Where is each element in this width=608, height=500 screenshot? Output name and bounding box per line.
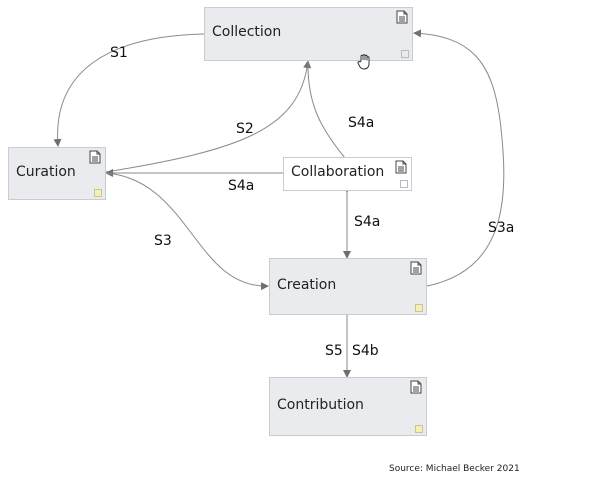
node-collection[interactable]: Collection bbox=[204, 7, 413, 61]
document-icon bbox=[395, 160, 407, 174]
edge-label-s1: S1 bbox=[110, 45, 128, 61]
node-collaboration-label: Collaboration bbox=[291, 164, 385, 180]
document-icon bbox=[410, 380, 422, 394]
node-creation-label: Creation bbox=[277, 277, 337, 293]
note-icon bbox=[94, 189, 102, 197]
note-icon bbox=[401, 50, 409, 58]
node-contribution-label: Contribution bbox=[277, 397, 364, 413]
edge-label-s4a-vertical: S4a bbox=[354, 214, 381, 230]
note-icon bbox=[415, 425, 423, 433]
node-collaboration[interactable]: Collaboration bbox=[283, 157, 412, 191]
edge-s3 bbox=[105, 172, 269, 291]
edge-label-s4b: S4b bbox=[352, 343, 379, 359]
node-curation[interactable]: Curation bbox=[8, 147, 106, 200]
edge-s1 bbox=[53, 33, 205, 147]
node-collection-label: Collection bbox=[212, 24, 282, 40]
edge-label-s2: S2 bbox=[236, 121, 254, 137]
edge-label-s4a-left: S4a bbox=[228, 178, 255, 194]
hand-cursor-icon bbox=[357, 54, 370, 70]
document-icon bbox=[410, 261, 422, 275]
edge-label-s3a: S3a bbox=[488, 220, 515, 236]
document-icon bbox=[89, 150, 101, 164]
note-icon bbox=[415, 304, 423, 312]
node-creation[interactable]: Creation bbox=[269, 258, 427, 315]
node-contribution[interactable]: Contribution bbox=[269, 377, 427, 436]
source-caption: Source: Michael Becker 2021 bbox=[389, 464, 520, 474]
edge-s2 bbox=[105, 60, 312, 173]
edge-s3a bbox=[413, 29, 505, 287]
edge-label-s4a-top: S4a bbox=[348, 115, 375, 131]
edge-label-s3: S3 bbox=[154, 233, 172, 249]
edge-label-s5: S5 bbox=[325, 343, 343, 359]
edge-s4a-top bbox=[307, 60, 346, 159]
node-curation-label: Curation bbox=[16, 164, 76, 180]
note-icon bbox=[400, 180, 408, 188]
document-icon bbox=[396, 10, 408, 24]
